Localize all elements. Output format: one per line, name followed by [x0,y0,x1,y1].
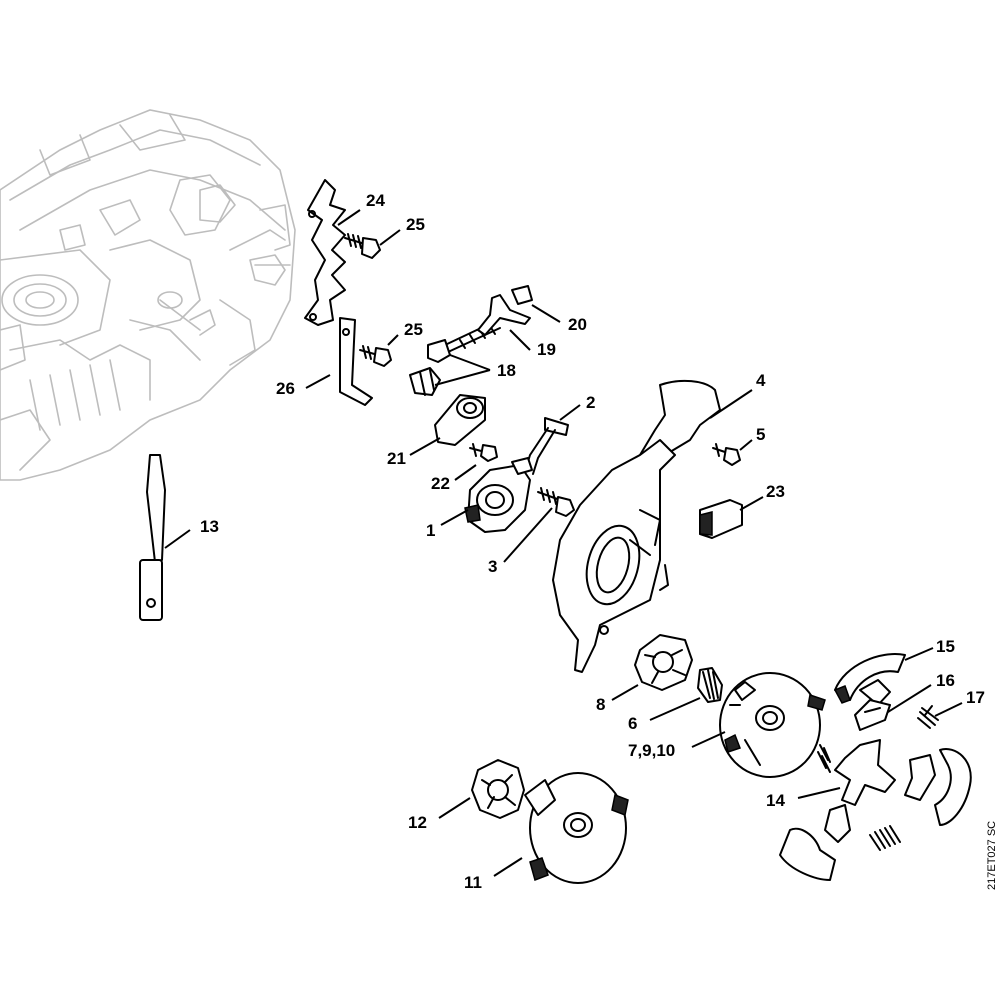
part-20-block [511,285,533,305]
part-19-clip [477,294,531,336]
part-8-sprocket [634,634,693,691]
callout-1: 1 [426,521,435,540]
part-22-screw [469,443,498,462]
callout-2: 2 [586,393,595,412]
callout-4: 4 [756,371,766,390]
callout-19: 19 [537,340,556,359]
callout-26: 26 [276,379,295,398]
callout-22: 22 [431,474,450,493]
callout-25-lower: 25 [404,320,423,339]
part-21-cam [434,394,486,446]
part-25-screw-upper [344,233,381,259]
callout-14: 14 [766,791,785,810]
part-13-rod [139,454,166,621]
callout-21: 21 [387,449,406,468]
callout-16: 16 [936,671,955,690]
part-18-adjuster [409,319,501,396]
callout-12: 12 [408,813,427,832]
part-5-screw [712,443,741,466]
callout-20: 20 [568,315,587,334]
callout-18: 18 [497,361,516,380]
part-25-screw-lower [359,345,392,367]
part-3-screw [537,487,575,517]
part-4-cover [552,379,721,673]
part-11-clutch-drum [524,772,629,884]
callout-7-9-10: 7,9,10 [628,741,675,760]
part-23-pad [699,499,743,539]
callout-25-upper: 25 [406,215,425,234]
callout-23: 23 [766,482,785,501]
leader-lines [164,209,963,877]
part-12-sprocket [471,759,525,819]
part-15-shoe [833,653,906,706]
part-14-clutch [779,739,972,881]
callout-24: 24 [366,191,385,210]
callout-15: 15 [936,637,955,656]
callout-5: 5 [756,425,765,444]
drawing-code: 217ET027 SC [986,821,998,890]
callout-labels: 24 25 25 26 20 19 18 21 22 2 1 3 4 5 23 … [200,191,985,892]
part-1-oil-pump [464,457,533,533]
part-6-needle-cage [697,667,723,703]
callout-11: 11 [464,873,482,892]
part-16-clip [854,699,891,731]
part-26-bracket [339,317,373,406]
callout-3: 3 [488,557,497,576]
part-7-9-10-clutch-drum [719,672,826,778]
callout-13: 13 [200,517,219,536]
callout-6: 6 [628,714,637,733]
part-24-spike-plate [304,179,346,326]
callout-8: 8 [596,695,605,714]
callout-17: 17 [966,688,985,707]
part-17-spring [917,705,939,729]
engine-housing [0,109,296,481]
